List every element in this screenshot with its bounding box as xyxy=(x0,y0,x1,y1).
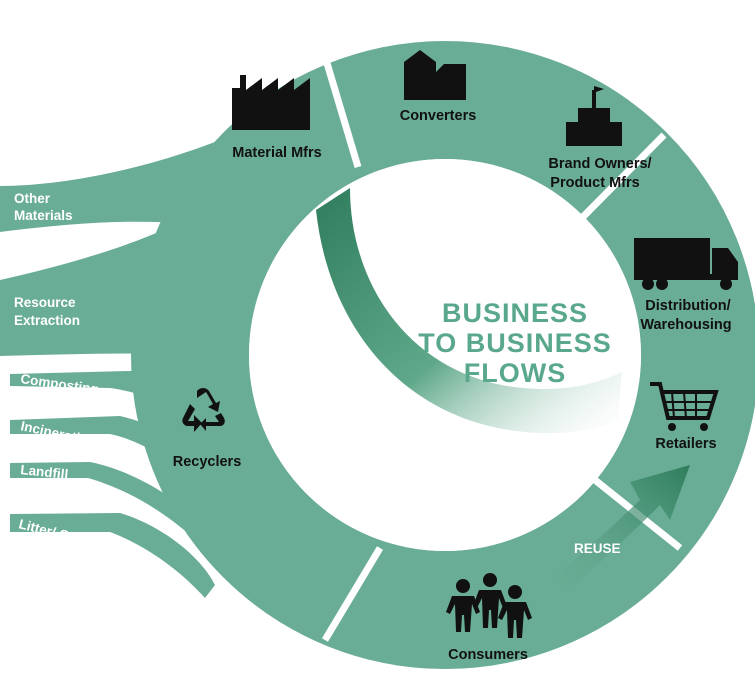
building-icon xyxy=(404,50,466,100)
litter-flow xyxy=(10,513,215,598)
center-title-line-2: TO BUSINESS xyxy=(418,328,612,358)
node-label-material-mfrs: Material Mfrs xyxy=(232,145,321,161)
shopping-cart-icon xyxy=(650,382,719,431)
center-title-line-1: BUSINESS xyxy=(442,298,588,328)
landfill-label: Landfill xyxy=(20,462,69,482)
other-materials-label-line-1: Other xyxy=(14,191,51,206)
node-label-converters: Converters xyxy=(400,108,477,124)
reuse-label: REUSE xyxy=(574,541,621,556)
resource-extraction-label-line-1: Resource xyxy=(14,295,76,310)
recycle-icon xyxy=(182,388,225,432)
center-title: BUSINESS TO BUSINESS FLOWS xyxy=(418,298,612,388)
node-label-recyclers: Recyclers xyxy=(173,454,242,470)
b2b-inner-arrow xyxy=(316,188,622,434)
reuse-arrow xyxy=(548,465,690,590)
headquarters-icon xyxy=(566,86,622,146)
node-label-distribution-line-1: Distribution/ xyxy=(645,298,730,314)
node-label-consumers: Consumers xyxy=(448,647,528,663)
resource-extraction-label-line-2: Extraction xyxy=(14,313,80,328)
node-label-brand-owners-line-1: Brand Owners/ xyxy=(548,156,651,172)
people-icon xyxy=(446,573,532,638)
factory-icon xyxy=(232,75,310,130)
other-materials-label-line-2: Materials xyxy=(14,208,73,223)
center-title-line-3: FLOWS xyxy=(464,358,566,388)
ring-segment-gaps xyxy=(314,31,683,642)
truck-icon xyxy=(634,238,738,290)
node-label-retailers: Retailers xyxy=(655,436,716,452)
node-label-brand-owners-line-2: Product Mfrs xyxy=(550,175,639,191)
node-label-distribution-line-2: Warehousing xyxy=(640,317,731,333)
